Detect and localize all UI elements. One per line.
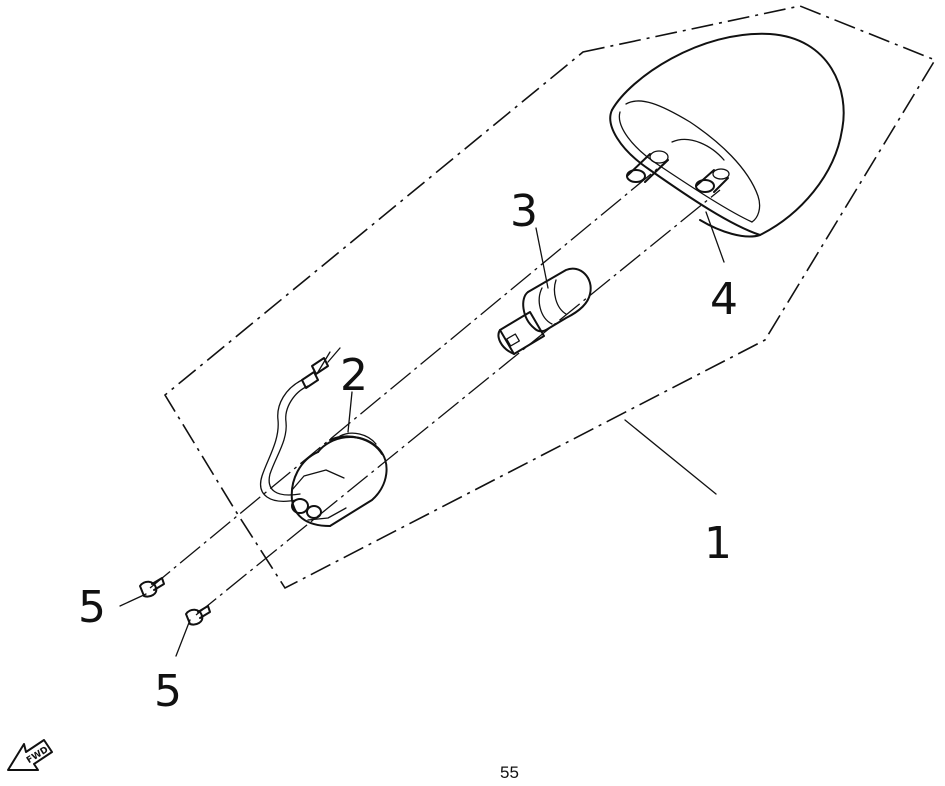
bulb-socket <box>260 347 388 527</box>
screw-upper <box>139 577 165 598</box>
leader-4 <box>705 211 725 263</box>
callout-5-upper: 5 <box>78 582 106 633</box>
callout-4: 4 <box>710 274 738 325</box>
callout-2: 2 <box>340 350 368 401</box>
axis-line-lower <box>195 189 721 616</box>
screw-lower <box>185 605 211 626</box>
fwd-label: FWD <box>25 745 50 766</box>
page-number: 55 <box>500 763 519 782</box>
callout-3: 3 <box>510 186 538 237</box>
leader-2 <box>347 391 353 433</box>
leader-1 <box>624 419 717 495</box>
leader-3 <box>535 227 549 289</box>
leader-5a <box>119 593 147 607</box>
callout-1: 1 <box>704 518 732 569</box>
axis-line-upper <box>149 159 669 589</box>
fwd-arrow-icon: FWD <box>7 739 53 771</box>
assembly-boundary <box>163 5 937 590</box>
bulb <box>497 267 592 355</box>
callout-5-lower: 5 <box>154 666 182 717</box>
lens-housing <box>609 32 845 238</box>
leader-5b <box>175 619 191 657</box>
